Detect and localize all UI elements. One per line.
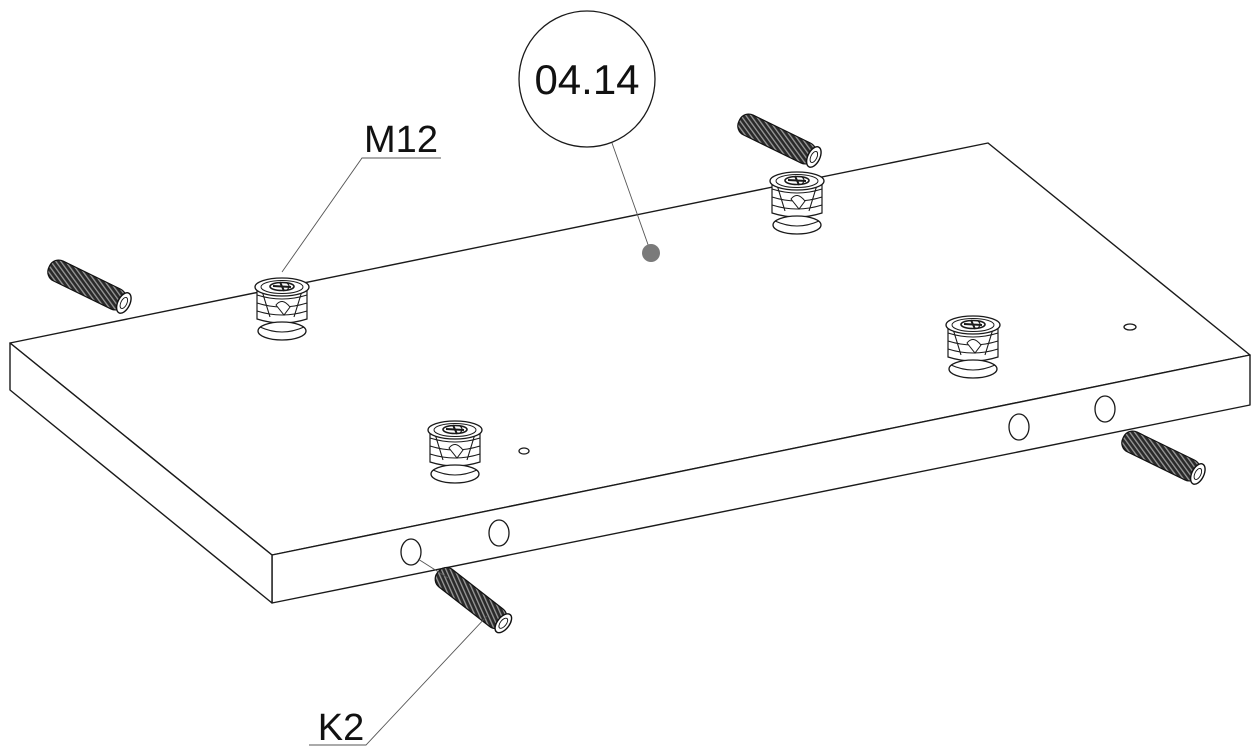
step-marker-dot [642, 244, 660, 262]
cam-lock-fitting [254, 277, 310, 341]
board-panel [9, 142, 1251, 604]
step-circle [518, 10, 656, 148]
dowel-pin [733, 110, 825, 171]
dowel-pin [1117, 427, 1209, 488]
cam-lock-leader-line [281, 157, 441, 273]
dowel-leader-line [417, 558, 449, 579]
dowel-pin [43, 256, 135, 317]
dowel-leader-line [309, 615, 488, 746]
pilot-hole [518, 447, 530, 455]
dowel-pin [430, 562, 516, 637]
cam-lock-fitting [945, 315, 1001, 379]
cam-lock-label: M12 [364, 119, 438, 161]
step-number: 04.14 [534, 56, 639, 103]
edge-holes [400, 395, 1116, 566]
dowel-label: K2 [318, 707, 364, 749]
pilot-hole [1123, 323, 1137, 331]
step-leader-line [611, 142, 652, 254]
cam-lock-fitting [769, 171, 825, 235]
cam-lock-fitting [427, 420, 483, 484]
